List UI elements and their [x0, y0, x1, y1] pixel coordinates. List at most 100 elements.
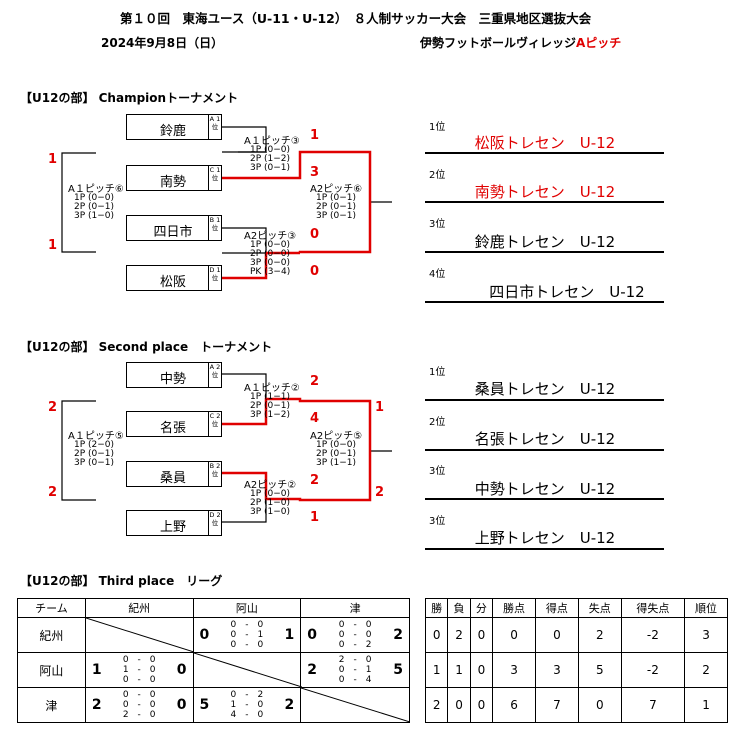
score-left: 2	[91, 697, 102, 713]
period-line: 2P (0−0)	[250, 249, 291, 259]
stat-cell: 0	[447, 687, 471, 723]
page-title: 第１０回 東海ユース（U-11・U-12） ８人制サッカー大会 三重県地区選抜大…	[120, 11, 592, 26]
score-third-top: 2	[48, 400, 58, 415]
score-chusei: 2	[310, 374, 320, 389]
score-third-bottom: 1	[48, 238, 58, 253]
rank-team-name: 桑員トレセン U-12	[474, 380, 616, 398]
period-score: 0 - 0	[122, 700, 156, 710]
team-name: 四日市	[153, 225, 193, 240]
stat-cell: 0	[424, 617, 449, 653]
period-line: 1P (0−0)	[250, 489, 291, 499]
seed-code: B 2 位	[208, 462, 221, 486]
rank-team-name: 中勢トレセン U-12	[474, 480, 616, 498]
period-line: 2P (0−1)	[316, 202, 357, 212]
period-line: 1P (1−1)	[250, 392, 291, 402]
seed-code: D 1 位	[208, 266, 221, 290]
period-line: 1P (0−0)	[316, 440, 357, 450]
score-right: 1	[284, 627, 295, 643]
period-score: 0 - 1	[230, 630, 264, 640]
rank-label: 2位	[429, 417, 446, 428]
score-nabari: 4	[310, 411, 320, 426]
seed-code: B 1 位	[208, 216, 221, 240]
score-third-bottom: 2	[48, 485, 58, 500]
team-box-ueno: 上野 D 2 位	[126, 510, 222, 536]
score-left: 2	[307, 662, 318, 678]
period-score: 4 - 0	[230, 710, 264, 720]
period-line: 3P (0−1)	[316, 211, 357, 221]
rank-label: 3位	[429, 219, 446, 230]
period-line: 2P (0−1)	[250, 401, 291, 411]
table-row: 1 1 0 3 3 5 -2 2	[424, 652, 728, 688]
period-line: 3P (1−2)	[250, 410, 291, 420]
col-header-goal-diff: 得失点	[620, 598, 686, 618]
period-score: 0 - 0	[122, 675, 156, 685]
col-header-team: 津	[300, 598, 410, 618]
rank-team-name: 上野トレセン U-12	[474, 529, 616, 547]
seed-code: C 1 位	[208, 166, 221, 190]
team-box-yokkaichi: 四日市 B 1 位	[126, 215, 222, 241]
col-header-draws: 分	[469, 598, 494, 618]
period-score: 0 - 1	[338, 665, 372, 675]
stat-cell: 5	[577, 652, 622, 688]
team-name: 南勢	[159, 175, 186, 190]
rank-label: 3位	[429, 466, 446, 477]
score-final-bottom: 2	[375, 485, 385, 500]
col-header-points: 勝点	[492, 598, 536, 618]
score-right: 2	[284, 697, 295, 713]
rank-label: 2位	[429, 170, 446, 181]
second-section-title: 【U12の部】 Second place トーナメント	[20, 340, 273, 354]
period-score: 0 - 0	[338, 630, 372, 640]
divider	[425, 301, 664, 303]
team-name: 名張	[159, 421, 186, 436]
match-label: A１ピッチ②	[244, 383, 300, 394]
period-line: 3P (0−0)	[250, 258, 291, 268]
period-line: 2P (1−0)	[250, 498, 291, 508]
period-score: 0 - 0	[122, 690, 156, 700]
period-line: 2P (1−2)	[250, 154, 291, 164]
seed-code: A 2 位	[208, 363, 221, 387]
divider	[425, 152, 664, 154]
col-header-goals-against: 失点	[577, 598, 622, 618]
rank-team-name: 松阪トレセン U-12	[474, 134, 616, 152]
col-header-team: 紀州	[84, 598, 194, 618]
stat-cell: 3	[684, 617, 728, 653]
table-row: 2 0 0 6 7 0 7 1	[424, 687, 728, 723]
match-info-a1: A１ピッチ② 1P (1−1) 2P (0−1) 3P (1−2)	[244, 384, 300, 420]
score-matsusaka: 0	[310, 264, 320, 279]
team-name: 鈴鹿	[159, 124, 186, 139]
divider	[425, 251, 664, 253]
stat-cell: 2	[447, 617, 471, 653]
period-line: 2P (0−1)	[74, 202, 115, 212]
score-ueno: 1	[310, 510, 320, 525]
team-name: 中勢	[159, 372, 186, 387]
stat-cell: 2	[424, 687, 449, 723]
col-header-goals-for: 得点	[534, 598, 579, 618]
score-right: 0	[176, 697, 187, 713]
team-name: 桑員	[159, 471, 186, 486]
score-final-top: 1	[375, 400, 385, 415]
period-line: 3P (0−1)	[74, 458, 115, 468]
divider	[425, 548, 664, 550]
stat-cell: 0	[492, 617, 536, 653]
stat-cell: 1	[684, 687, 728, 723]
period-score: 0 - 2	[230, 690, 264, 700]
stat-cell: -2	[620, 652, 686, 688]
team-box-nabari: 名張 C 2 位	[126, 411, 222, 437]
rank-label: 1位	[429, 122, 446, 133]
stat-cell: 3	[534, 652, 579, 688]
match-label: A2ピッチ⑤	[310, 431, 363, 442]
period-score: 0 - 0	[230, 620, 264, 630]
match-label: A１ピッチ⑥	[68, 184, 124, 195]
period-line: 1P (0−0)	[250, 145, 291, 155]
score-left: 1	[91, 662, 102, 678]
match-label: A１ピッチ⑤	[68, 431, 124, 442]
stat-cell: 3	[492, 652, 536, 688]
score-left: 0	[307, 627, 318, 643]
col-header-team: チーム	[17, 598, 86, 618]
divider	[425, 201, 664, 203]
col-header-rank: 順位	[684, 598, 728, 618]
